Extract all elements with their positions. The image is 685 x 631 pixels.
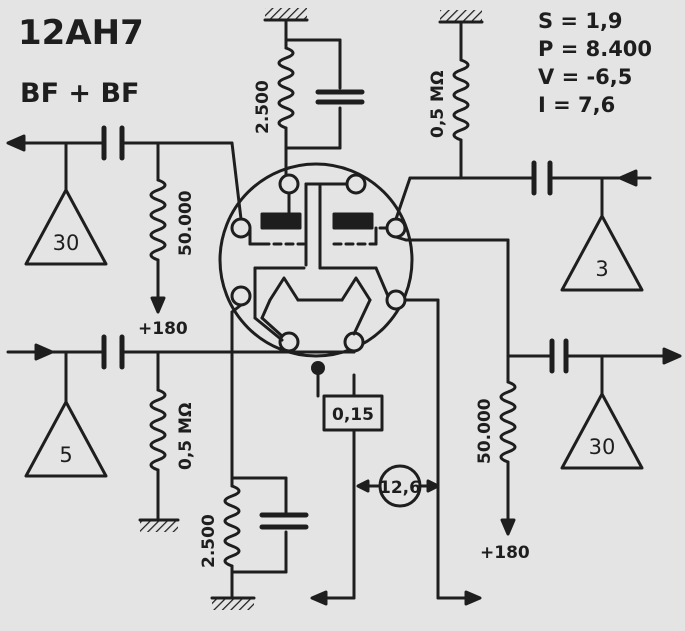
cathode-resistor-bottom-value: 2.500 [199,514,219,568]
tube-envelope [218,162,414,375]
right-input-line [394,176,652,221]
stage-label-bottom-left: 5 [59,443,72,467]
load-resistor-left [149,178,167,314]
cathode-resistor-top-value: 2.500 [253,80,273,134]
left-output-line [20,141,243,221]
tube-type-label: 12AH7 [18,13,144,53]
stage-triangle-bottom-right [560,392,644,470]
supply-left-label: +180 [138,319,188,339]
spec-line-4: I = 7,6 [538,93,615,117]
plate-resistor-right-value: 0,5 MΩ [428,71,448,138]
stage-triangle-top-right [560,214,644,292]
ground-symbol-bottom-left [138,518,180,532]
cathode-resistor-bottom [223,303,288,600]
cathode-resistor-top [277,18,342,184]
ground-symbol-top-right [438,10,484,24]
cathode-capacitor-bottom [259,512,309,530]
stage-label-top-left: 30 [53,231,80,255]
ground-symbol-top-center [263,8,309,22]
heater-voltage-value: 12,6 [379,478,421,498]
left-input-line [6,349,356,404]
stage-triangle-top-left [24,188,108,266]
right-output-arrow [662,347,682,365]
stage-label-bottom-right: 30 [589,435,616,459]
function-label: BF + BF [20,78,139,109]
load-resistor-right [499,380,517,536]
supply-right-label: +180 [480,543,530,563]
tube-internals [248,182,390,342]
spec-line-1: S = 1,9 [538,9,623,33]
coupling-capacitor-right-top [531,160,553,196]
coupling-capacitor-left-bottom [101,334,125,370]
grid-resistor-left [149,388,167,522]
stage-triangle-bottom-left [24,400,108,478]
left-output-arrow [6,134,26,152]
grid-resistor-left-value: 0,5 MΩ [176,403,196,470]
right-input-arrow [618,169,638,187]
heater-current-value: 0,15 [332,405,374,425]
left-input-arrow [34,343,54,361]
heater-current-box [322,394,384,432]
plate-resistor-right [452,20,470,180]
load-resistor-left-value: 50.000 [176,190,196,256]
coupling-capacitor-right-bottom [549,338,569,374]
cathode-capacitor-top [315,89,365,105]
heater-circuit [310,298,482,606]
right-output-line [394,235,666,396]
load-resistor-right-value: 50.000 [475,398,495,464]
heater-voltmeter [378,464,422,508]
stage-label-top-right: 3 [595,257,608,281]
ground-symbol-bottom-center [210,596,256,610]
coupling-capacitor-left-top [101,125,125,161]
spec-line-3: V = -6,5 [538,65,632,89]
spec-line-2: P = 8.400 [538,37,652,61]
